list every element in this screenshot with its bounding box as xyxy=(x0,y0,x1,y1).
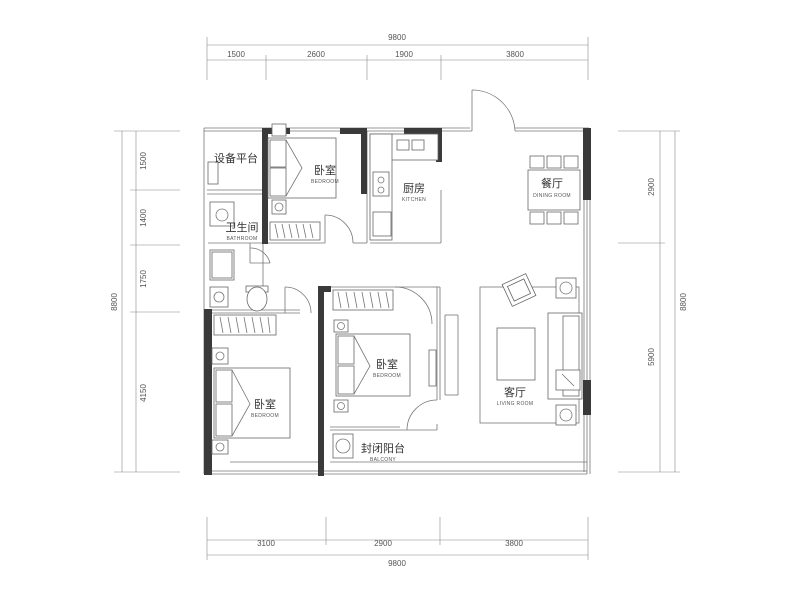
label-dining-cn: 餐厅 xyxy=(541,176,563,190)
label-bedroom-top-cn: 卧室 xyxy=(314,163,336,177)
top-dimension-1: 1500 xyxy=(227,50,245,59)
left-dimension-1: 1500 xyxy=(139,152,148,170)
top-total-dimension: 9800 xyxy=(388,33,406,42)
left-dimension-lines xyxy=(114,130,180,473)
left-dimension-4: 4150 xyxy=(139,384,148,402)
left-total-dimension: 8800 xyxy=(110,293,119,311)
label-bedroom-middle-cn: 卧室 xyxy=(376,357,398,371)
label-kitchen-en: KITCHEN xyxy=(402,197,426,203)
label-living-en: LIVING ROOM xyxy=(497,401,534,407)
washing-machine-icon xyxy=(332,433,354,459)
label-living-cn: 客厅 xyxy=(504,385,526,399)
washbasin-icon xyxy=(209,201,235,227)
label-balcony-en: BALCONY xyxy=(370,457,396,463)
label-bedroom-middle-en: BEDROOM xyxy=(373,373,401,379)
ac-unit-icon xyxy=(207,161,219,185)
wardrobe-icon xyxy=(332,289,394,311)
right-dimension-2: 5900 xyxy=(647,348,656,366)
bottom-total-dimension: 9800 xyxy=(388,559,406,568)
bed-icon xyxy=(267,123,337,215)
label-bedroom-left-en: BEDROOM xyxy=(251,413,279,419)
wardrobe-icon xyxy=(269,221,321,241)
sofa-icon xyxy=(547,312,583,400)
label-bedroom-top-en: BEDROOM xyxy=(311,179,339,185)
toilet-icon xyxy=(245,285,269,312)
label-bedroom-left-cn: 卧室 xyxy=(254,397,276,411)
bed-icon xyxy=(211,347,291,455)
bottom-dimension-lines xyxy=(206,517,589,560)
kitchen-counter-icon xyxy=(369,133,439,241)
right-dimension-lines xyxy=(618,130,680,473)
top-dimension-lines xyxy=(206,37,589,80)
coffee-table-icon xyxy=(496,327,536,381)
dining-table-icon xyxy=(527,155,581,225)
doors xyxy=(249,89,516,431)
top-dimension-4: 3800 xyxy=(506,50,524,59)
label-kitchen-cn: 厨房 xyxy=(403,182,425,195)
label-dining-en: DINING ROOM xyxy=(533,193,571,199)
armchair-icon xyxy=(501,273,537,307)
label-bathroom-cn: 卫生间 xyxy=(226,220,259,234)
label-equipment-platform: 设备平台 xyxy=(214,151,258,165)
bed-icon xyxy=(333,319,437,413)
bottom-dimension-3: 3800 xyxy=(505,539,523,548)
left-dimension-3: 1750 xyxy=(139,270,148,288)
top-dimension-3: 1900 xyxy=(395,50,413,59)
label-bathroom-en: BATHROOM xyxy=(227,236,258,242)
bottom-dimension-1: 3100 xyxy=(257,539,275,548)
label-balcony-cn: 封闭阳台 xyxy=(361,441,405,455)
shower-icon xyxy=(209,249,235,281)
right-dimension-1: 2900 xyxy=(647,178,656,196)
thick-walls xyxy=(204,128,591,476)
bottom-dimension-2: 2900 xyxy=(374,539,392,548)
laundry-icon xyxy=(209,286,229,308)
right-total-dimension: 8800 xyxy=(679,293,688,311)
side-table-icon xyxy=(555,277,577,426)
top-dimension-2: 2600 xyxy=(307,50,325,59)
wardrobe-icon xyxy=(213,314,277,336)
left-dimension-2: 1400 xyxy=(139,209,148,227)
